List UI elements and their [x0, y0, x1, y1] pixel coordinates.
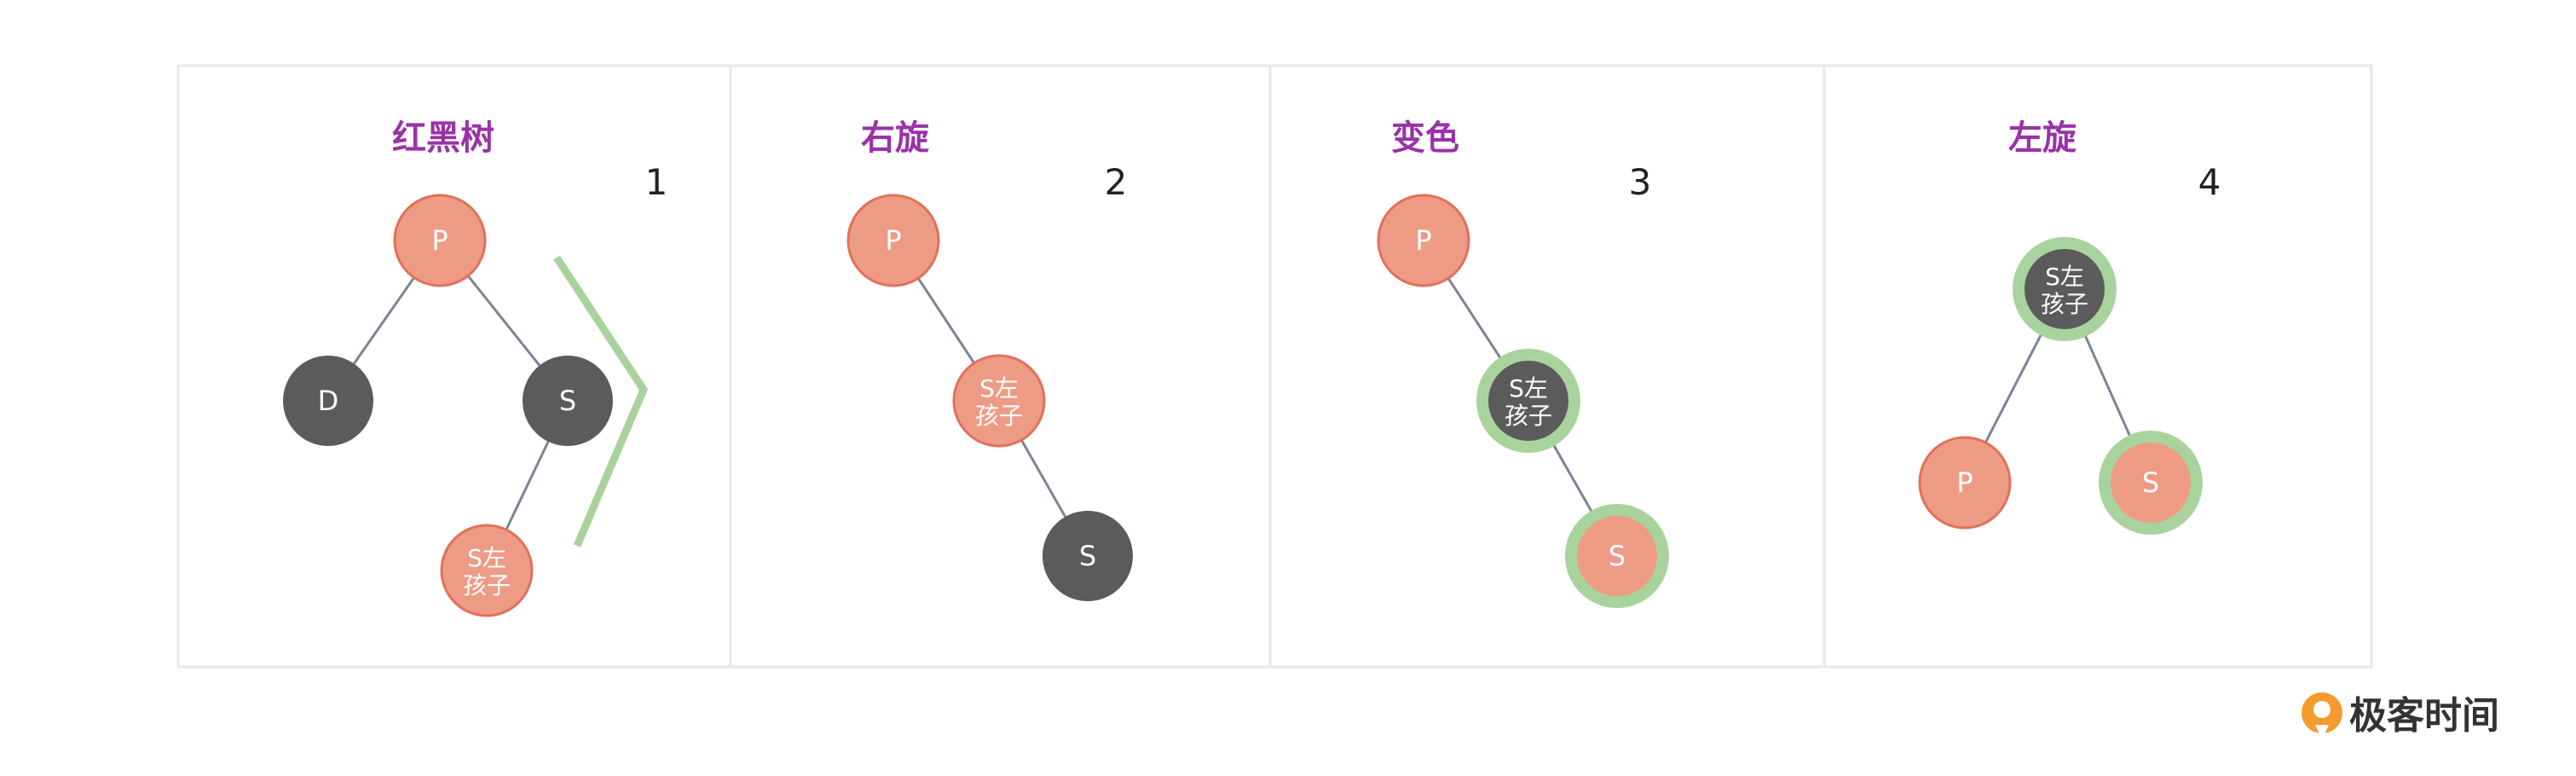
node-label: S — [2142, 466, 2159, 499]
node-circle — [846, 194, 940, 287]
node-circle — [523, 356, 613, 446]
tree-node-s: S — [1043, 511, 1133, 601]
tree-node-sl: S左孩子 — [440, 524, 534, 617]
node-label: S左孩子 — [975, 374, 1023, 430]
tree-edge — [1019, 439, 1067, 518]
panel-3-number: 3 — [1629, 161, 1652, 203]
node-circle — [2111, 443, 2191, 523]
tree-node-sl: S左孩子 — [952, 354, 1046, 448]
node-label-line: 孩子 — [975, 402, 1023, 430]
tree-node-p: P — [393, 194, 487, 287]
panel-4-number: 4 — [2198, 161, 2221, 203]
node-label-line: 孩子 — [1505, 402, 1552, 430]
edges-layer — [353, 275, 2134, 530]
tree-edge — [1447, 277, 1505, 364]
node-circle — [393, 194, 487, 287]
node-circle — [283, 356, 373, 446]
tree-node-s: S — [2099, 431, 2203, 535]
node-label-line: 孩子 — [2041, 290, 2088, 318]
tree-edge — [2082, 329, 2134, 443]
logo-text: 极客时间 — [2349, 694, 2499, 738]
panel-2-title: 右旋 — [861, 119, 929, 158]
tree-node-p: P — [1377, 194, 1470, 287]
tree-node-d: D — [283, 356, 373, 446]
node-label-line: S左 — [1509, 374, 1548, 402]
node-label-line: S左 — [979, 374, 1019, 402]
geektime-logo: 极客时间 — [2302, 692, 2499, 740]
tree-node-p: P — [846, 194, 940, 287]
node-label: P — [431, 224, 448, 257]
tree-edge — [916, 277, 976, 364]
node-label: D — [318, 385, 339, 417]
node-label: S — [559, 385, 576, 417]
node-circle — [1488, 361, 1568, 441]
panel-4-title: 左旋 — [2008, 119, 2076, 158]
panel-1-title: 红黑树 — [392, 119, 494, 158]
node-label: S左孩子 — [2041, 263, 2088, 318]
node-label: S — [1079, 540, 1096, 572]
panel-3-title: 变色 — [1391, 119, 1459, 158]
node-circle — [2024, 249, 2105, 329]
node-circle — [952, 354, 1046, 448]
geektime-logo-icon — [2302, 692, 2342, 740]
tree-node-sl: S左孩子 — [2013, 237, 2117, 341]
node-circle — [440, 524, 534, 617]
panel-1-number: 1 — [645, 161, 668, 203]
node-label-line: S左 — [2045, 263, 2084, 291]
node-circle — [1918, 436, 2012, 530]
node-label: S左孩子 — [463, 544, 511, 599]
tree-node-p: P — [1918, 436, 2012, 530]
tree-edge — [505, 441, 550, 530]
tree-node-sl: S左孩子 — [1476, 349, 1580, 453]
highlight-bracket — [553, 255, 649, 547]
node-label: P — [1415, 224, 1431, 257]
node-label-line: S左 — [467, 544, 506, 572]
node-circle — [1043, 511, 1133, 601]
node-circle — [1377, 194, 1470, 287]
panel-2-number: 2 — [1105, 161, 1128, 203]
tree-node-s: S — [1565, 504, 1669, 608]
tree-edge — [1984, 328, 2046, 443]
tree-edge — [1549, 439, 1597, 518]
node-label: P — [1956, 466, 1972, 499]
tree-edge — [353, 276, 415, 365]
node-label: S — [1609, 540, 1626, 572]
node-label-line: 孩子 — [463, 571, 511, 599]
node-label: S左孩子 — [1505, 374, 1552, 430]
tree-edge — [466, 275, 541, 367]
node-circle — [1577, 516, 1657, 596]
panel-frame — [176, 64, 2373, 669]
node-label: P — [885, 224, 901, 257]
tree-node-s: S — [523, 356, 613, 446]
